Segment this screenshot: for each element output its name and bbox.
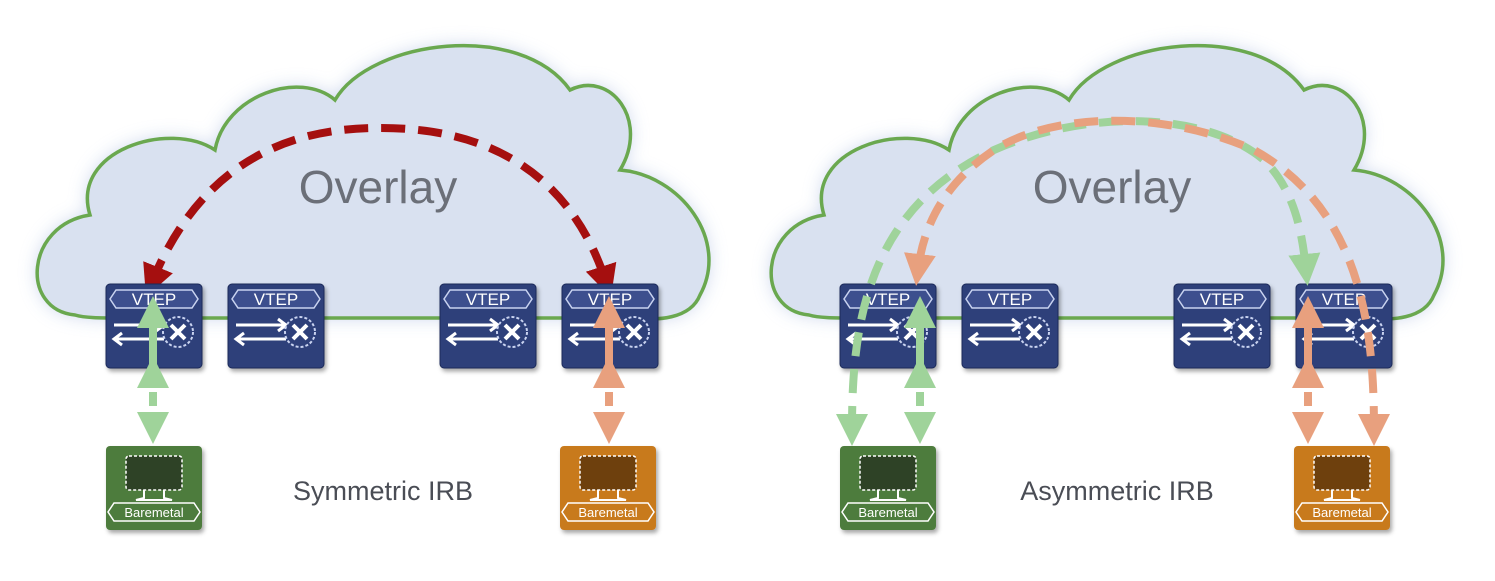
cloud-label: Overlay [1033,161,1191,213]
overlay-tunnel-arrow [143,123,617,298]
panel-caption: Symmetric IRB [293,476,473,506]
vtep-switch-2: VTEP [226,282,326,370]
green-flow-arrow [836,117,1321,446]
baremetal-host-green: Baremetal [840,446,936,530]
cloud-label: Overlay [299,161,457,213]
asymmetric-panel: Overlay VTEP VTEP VTEP VTEP [769,43,1445,530]
vtep-label: VTEP [988,290,1032,309]
vtep-label: VTEP [254,290,298,309]
baremetal-host-orange: Baremetal [1294,446,1390,530]
vtep-label: VTEP [132,290,176,309]
vtep-switch-3: VTEP [1172,282,1272,370]
host-label: Baremetal [1312,505,1371,520]
host-label: Baremetal [124,505,183,520]
vtep-switch-2: VTEP [960,282,1060,370]
vtep-label: VTEP [466,290,510,309]
orange-flow-arrow [904,116,1390,446]
panel-caption: Asymmetric IRB [1020,476,1214,506]
host-label: Baremetal [858,505,917,520]
host-label: Baremetal [578,505,637,520]
symmetric-panel: Overlay VTEP VTEP VTEP VTEP [35,43,711,530]
baremetal-host-green: Baremetal [106,446,202,530]
vtep-label: VTEP [1200,290,1244,309]
vtep-label: VTEP [866,290,910,309]
vtep-label: VTEP [588,290,632,309]
baremetal-host-orange: Baremetal [560,446,656,530]
vtep-switch-3: VTEP [438,282,538,370]
